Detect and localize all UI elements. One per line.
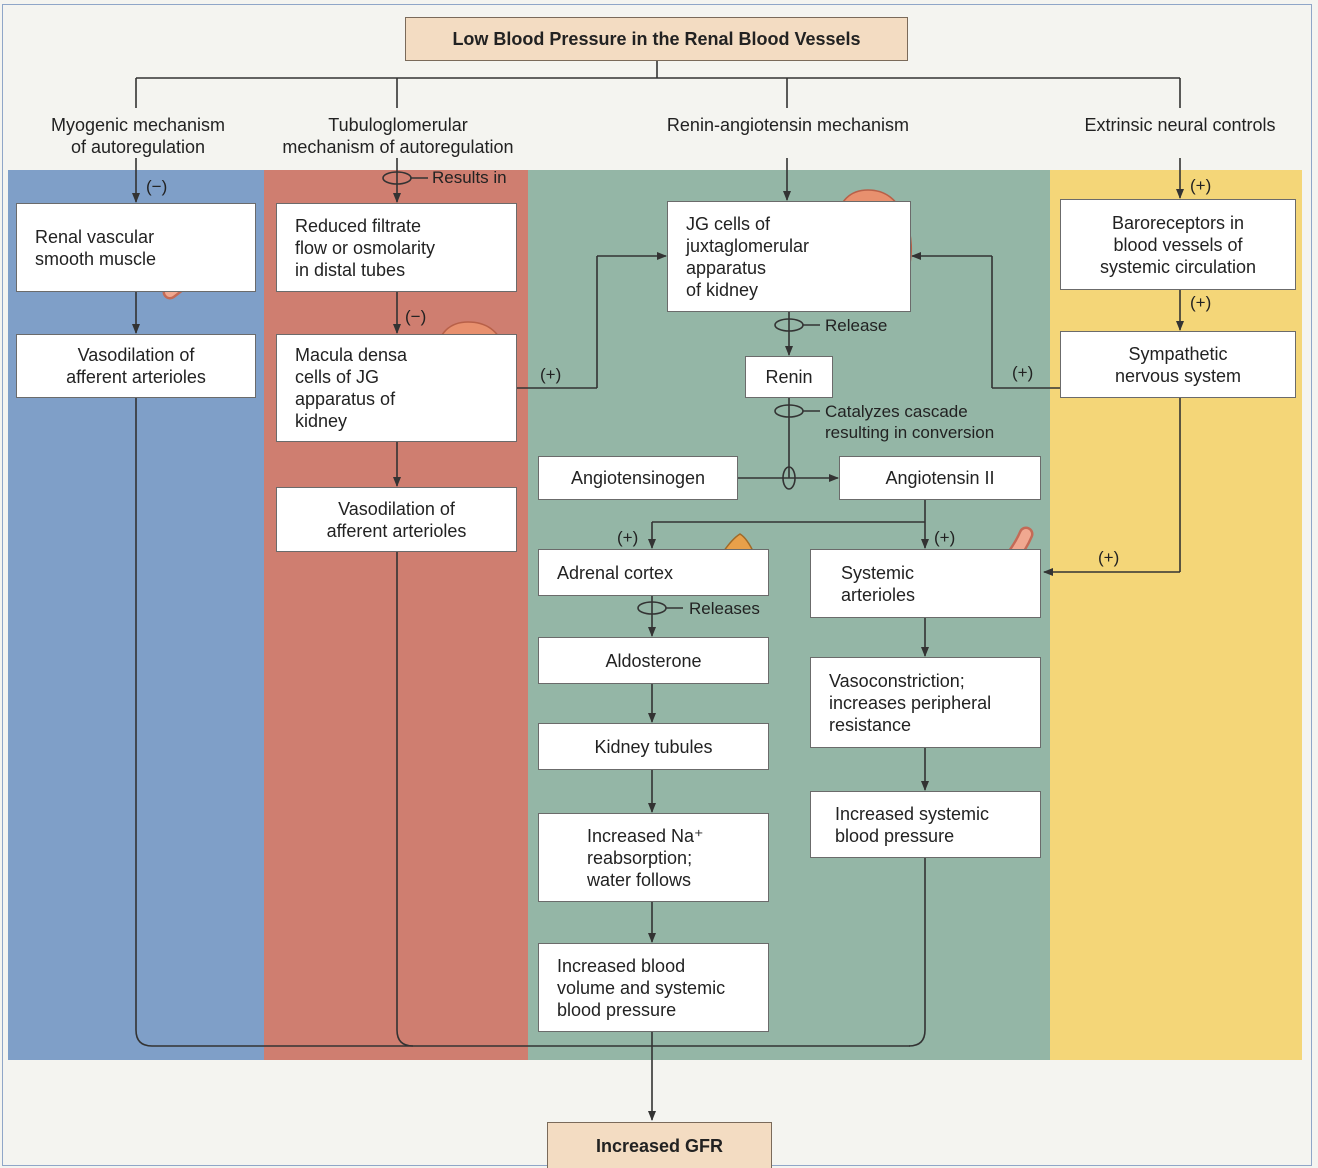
plus-sign-neural-1: (+) (1190, 176, 1212, 195)
increased-systemic-bp-box: Increased systemic blood pressure (810, 791, 1041, 858)
kidney-tubules-box: Kidney tubules (538, 723, 769, 770)
plus-sign-adrenal: (+) (617, 528, 639, 547)
systemic-arterioles-label: Systemic arterioles (841, 562, 916, 605)
sympathetic-box: Sympathetic nervous system (1060, 331, 1296, 398)
angiotensin-ii-box: Angiotensin II (839, 456, 1041, 500)
neural-control-band (1050, 170, 1302, 1060)
minus-sign-myogenic: (−) (146, 177, 168, 196)
release-label: Release (825, 316, 888, 335)
jg-cells-label: JG cells of juxtaglomerular apparatus of… (686, 213, 810, 300)
releases-label: Releases (689, 599, 760, 618)
reduced-filtrate-box: Reduced filtrate flow or osmolarity in d… (276, 203, 517, 292)
title-box: Low Blood Pressure in the Renal Blood Ve… (405, 17, 908, 61)
plus-sign-sympathetic-arterioles: (+) (1098, 548, 1120, 567)
renal-smooth-muscle-label: Renal vascular smooth muscle (35, 226, 157, 269)
plus-sign-arterioles: (+) (934, 528, 956, 547)
plus-sign-neural-2: (+) (1190, 293, 1212, 312)
header-tubuloglomerular: Tubuloglomerular mechanism of autoregula… (282, 115, 514, 157)
myogenic-band (8, 170, 264, 1060)
aldosterone-box: Aldosterone (538, 637, 769, 684)
results-in-label: Results in (432, 168, 507, 187)
baroreceptors-box: Baroreceptors in blood vessels of system… (1060, 199, 1296, 290)
vasoconstriction-box: Vasoconstriction; increases peripheral r… (810, 657, 1041, 748)
adrenal-cortex-box: Adrenal cortex (538, 549, 769, 596)
vasodilation-myogenic-box: Vasodilation of afferent arterioles (16, 334, 256, 398)
macula-densa-box: Macula densa cells of JG apparatus of ki… (276, 334, 517, 442)
renin-box: Renin (745, 356, 833, 398)
plus-sign-macula: (+) (540, 365, 562, 384)
increased-volume-box: Increased blood volume and systemic bloo… (538, 943, 769, 1032)
jg-cells-box: JG cells of juxtaglomerular apparatus of… (667, 201, 911, 312)
increased-gfr-box: Increased GFR (547, 1122, 772, 1168)
header-neural: Extrinsic neural controls (1084, 115, 1276, 135)
vasodilation-tubuloglomerular-box: Vasodilation of afferent arterioles (276, 487, 517, 552)
header-renin-angiotensin: Renin-angiotensin mechanism (666, 115, 910, 135)
header-myogenic: Myogenic mechanism of autoregulation (50, 115, 226, 157)
macula-densa-label: Macula densa cells of JG apparatus of ki… (295, 345, 408, 431)
minus-sign-tubuloglomerular: (−) (405, 307, 427, 326)
tubuloglomerular-band (264, 170, 528, 1060)
increased-na-box: Increased Na⁺ reabsorption; water follow… (538, 813, 769, 902)
angiotensinogen-box: Angiotensinogen (538, 456, 738, 500)
renal-smooth-muscle-box: Renal vascular smooth muscle (16, 203, 256, 292)
systemic-arterioles-box: Systemic arterioles (810, 549, 1041, 618)
plus-sign-sympathetic-jg: (+) (1012, 363, 1034, 382)
catalyzes-label: Catalyzes cascade resulting in conversio… (825, 402, 995, 442)
adrenal-cortex-label: Adrenal cortex (557, 562, 674, 583)
